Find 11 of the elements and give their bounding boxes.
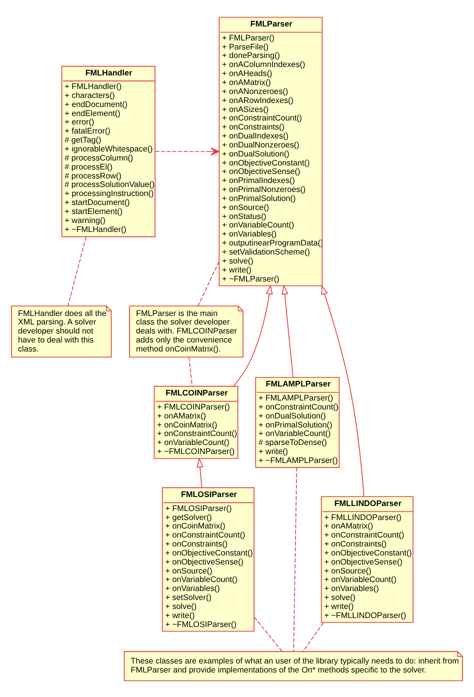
arrow (233, 284, 273, 386)
connector (254, 616, 283, 652)
connector (302, 622, 324, 652)
arrow (281, 284, 294, 378)
connector (198, 260, 220, 306)
connector (188, 356, 193, 386)
arrow (321, 284, 364, 496)
connector (68, 236, 87, 306)
arrow (154, 146, 220, 156)
arrow (196, 457, 204, 488)
connector (293, 466, 298, 652)
